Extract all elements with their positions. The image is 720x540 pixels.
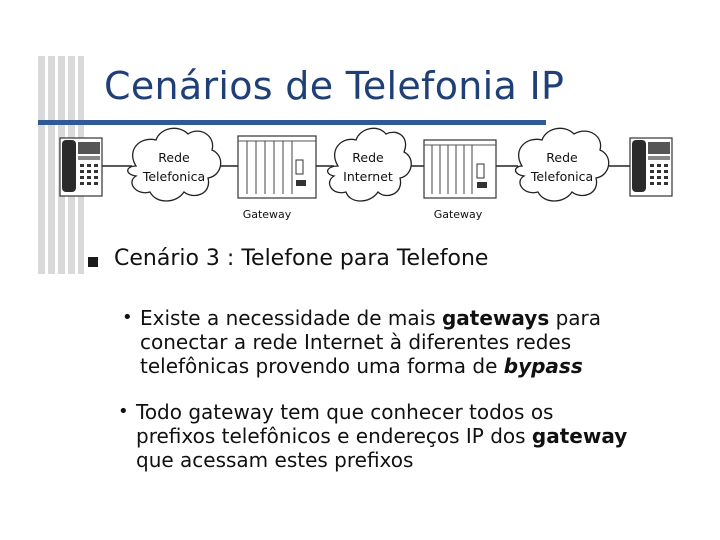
bold-text: gateways xyxy=(441,306,550,330)
bullet-dot-icon: • xyxy=(118,401,129,422)
bullet-line: telefônicas provendo uma forma de bypass xyxy=(140,354,700,378)
bullet-line: Todo gateway tem que conhecer todos os xyxy=(136,400,554,424)
bullet-item: • Existe a necessidade de mais gateways … xyxy=(122,306,700,378)
text-span: telefônicas provendo uma forma de xyxy=(140,354,504,378)
bold-italic-text: bypass xyxy=(503,354,583,378)
cloud-rede-telefonica-right: Rede Telefonica xyxy=(514,127,610,202)
scenario-heading: Cenário 3 : Telefone para Telefone xyxy=(114,246,489,271)
cloud-label-line1: Rede xyxy=(546,150,578,165)
cloud-rede-telefonica-left: Rede Telefonica xyxy=(127,127,222,202)
gateway-label: Gateway xyxy=(434,208,483,221)
phone-icon xyxy=(629,137,673,197)
title-underline xyxy=(38,120,546,125)
cloud-rede-internet: Rede Internet xyxy=(327,127,412,202)
bold-text: gateway xyxy=(531,424,628,448)
gateway-label: Gateway xyxy=(243,208,292,221)
bullet-line: Existe a necessidade de mais gateways pa… xyxy=(140,306,700,330)
bullet-line: prefixos telefônicos e endereços IP dos … xyxy=(136,424,706,448)
phone-icon xyxy=(59,137,103,197)
cloud-label-line2: Telefonica xyxy=(142,169,205,184)
bullet-line: conectar a rede Internet à diferentes re… xyxy=(140,330,572,354)
cloud-label-line1: Rede xyxy=(158,150,190,165)
text-span: prefixos telefônicos e endereços IP dos xyxy=(136,424,532,448)
cloud-label-line2: Internet xyxy=(343,169,393,184)
bullet-square-icon xyxy=(88,257,98,267)
bullet-line: que acessam estes prefixos xyxy=(136,448,414,472)
cloud-label-line1: Rede xyxy=(352,150,384,165)
bullet-dot-icon: • xyxy=(122,307,133,328)
text-span: Existe a necessidade de mais xyxy=(140,306,442,330)
text-span: para xyxy=(549,306,602,330)
gateway-icon xyxy=(237,135,317,199)
gateway-icon xyxy=(423,139,497,199)
bullet-item: • Todo gateway tem que conhecer todos os… xyxy=(118,400,706,472)
cloud-label-line2: Telefonica xyxy=(530,169,593,184)
slide-title: Cenários de Telefonia IP xyxy=(104,64,565,108)
